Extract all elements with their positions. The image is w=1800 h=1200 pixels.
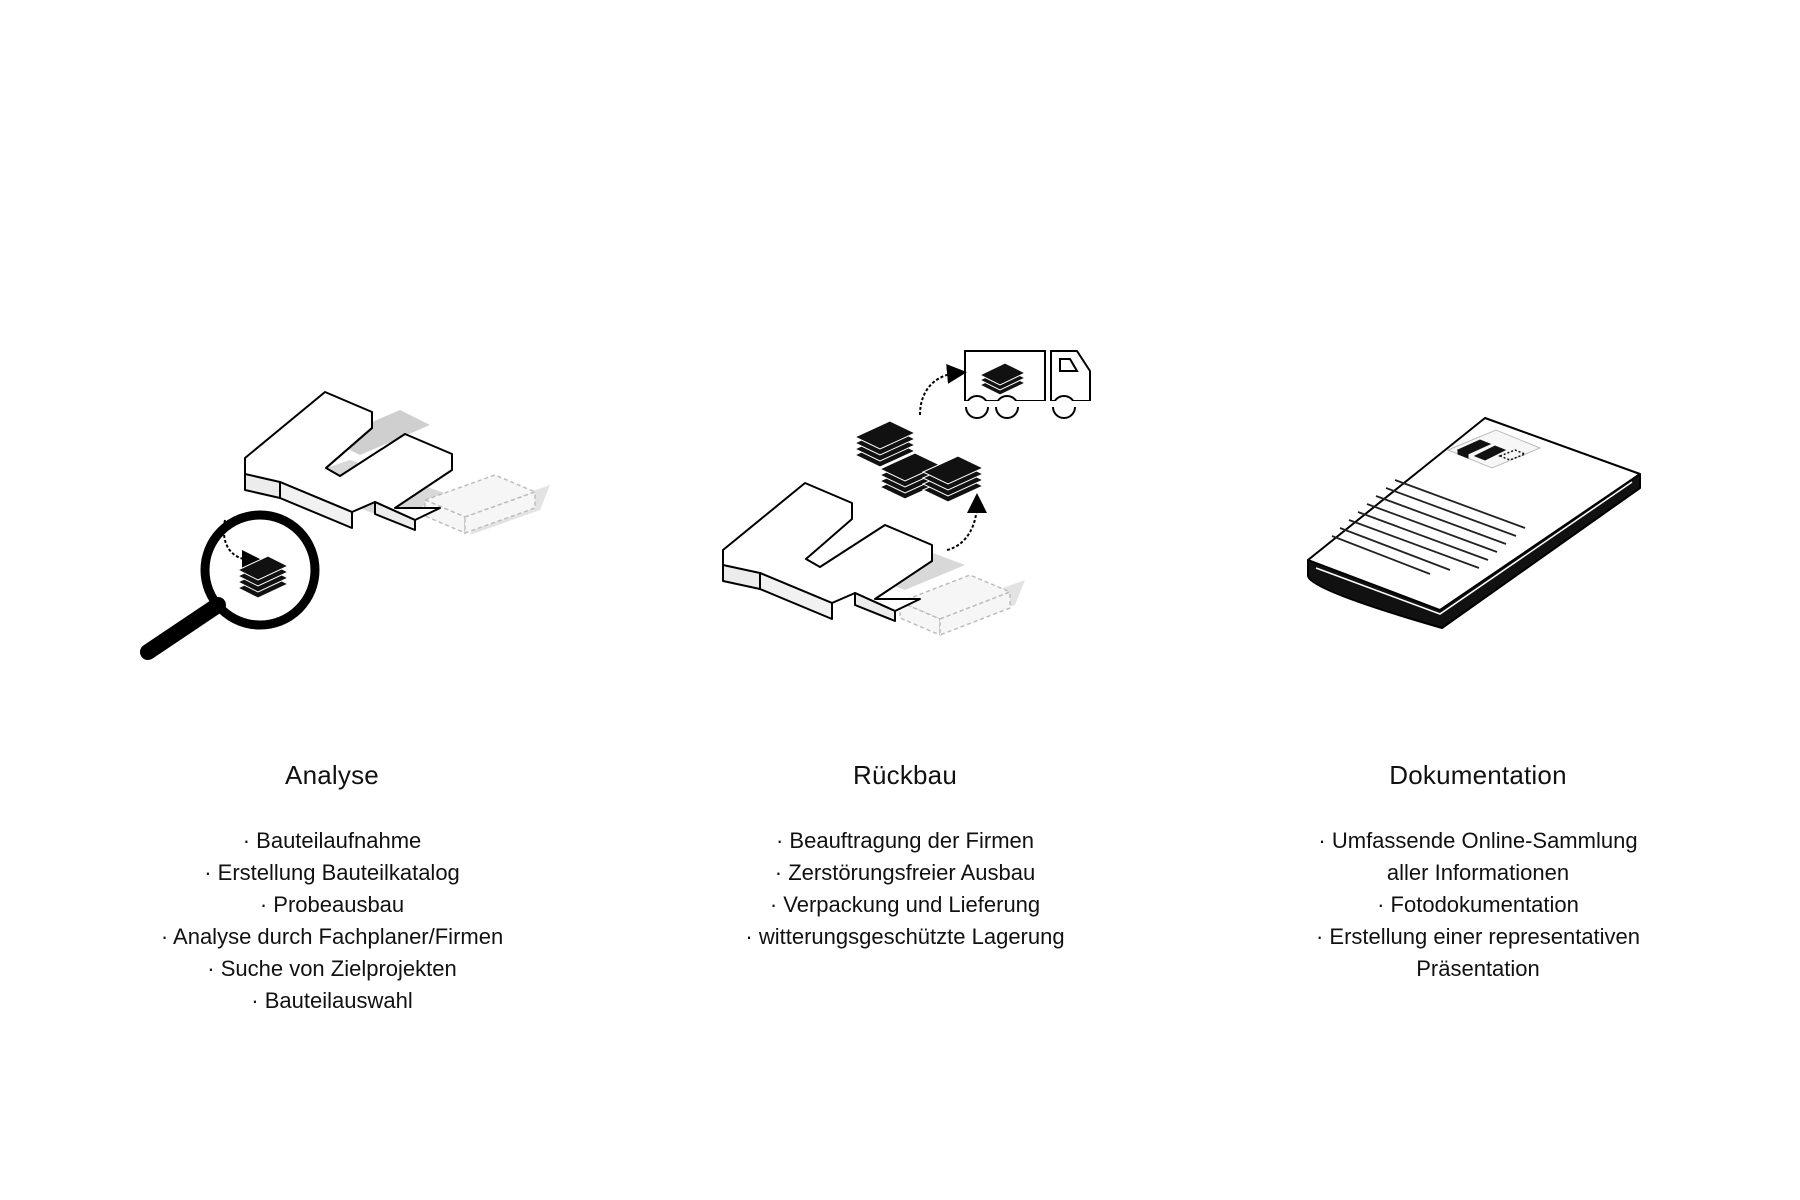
list-item: · Analyse durch Fachplaner/Firmen	[160, 924, 504, 949]
building-with-magnifier-icon	[140, 391, 550, 660]
list-item: · Suche von Zielprojekten	[207, 956, 457, 981]
list-item: · Verpackung und Lieferung	[769, 892, 1041, 917]
list-item: · witterungsgeschützte Lagerung	[745, 924, 1065, 949]
list-item: aller Informationen	[1386, 860, 1570, 885]
list-item: Präsentation	[1416, 956, 1540, 981]
item-list: · Umfassende Online-Sammlung aller Infor…	[1238, 825, 1718, 985]
column-title: Rückbau	[852, 760, 958, 790]
building-with-truck-icon	[722, 350, 1093, 637]
column-analyse: Analyse · Bauteilaufnahme · Erstellung B…	[92, 760, 572, 1017]
list-item: · Bauteilaufnahme	[242, 828, 422, 853]
item-list: · Bauteilaufnahme · Erstellung Bauteilka…	[92, 825, 572, 1017]
list-item: · Probeausbau	[259, 892, 405, 917]
list-item: · Erstellung Bauteilkatalog	[204, 860, 460, 885]
list-item: · Umfassende Online-Sammlung	[1318, 828, 1638, 853]
column-rueckbau: Rückbau · Beauftragung der Firmen · Zers…	[665, 760, 1145, 953]
document-book-icon	[1307, 417, 1641, 629]
list-item: · Zerstörungsfreier Ausbau	[774, 860, 1036, 885]
list-item: · Beauftragung der Firmen	[775, 828, 1035, 853]
list-item: · Bauteilauswahl	[251, 988, 413, 1013]
column-title: Analyse	[285, 760, 379, 790]
item-list: · Beauftragung der Firmen · Zerstörungsf…	[665, 825, 1145, 953]
column-title: Dokumentation	[1389, 760, 1567, 790]
list-item: · Erstellung einer representativen	[1315, 924, 1641, 949]
column-dokumentation: Dokumentation · Umfassende Online-Sammlu…	[1238, 760, 1718, 985]
list-item: · Fotodokumentation	[1377, 892, 1579, 917]
